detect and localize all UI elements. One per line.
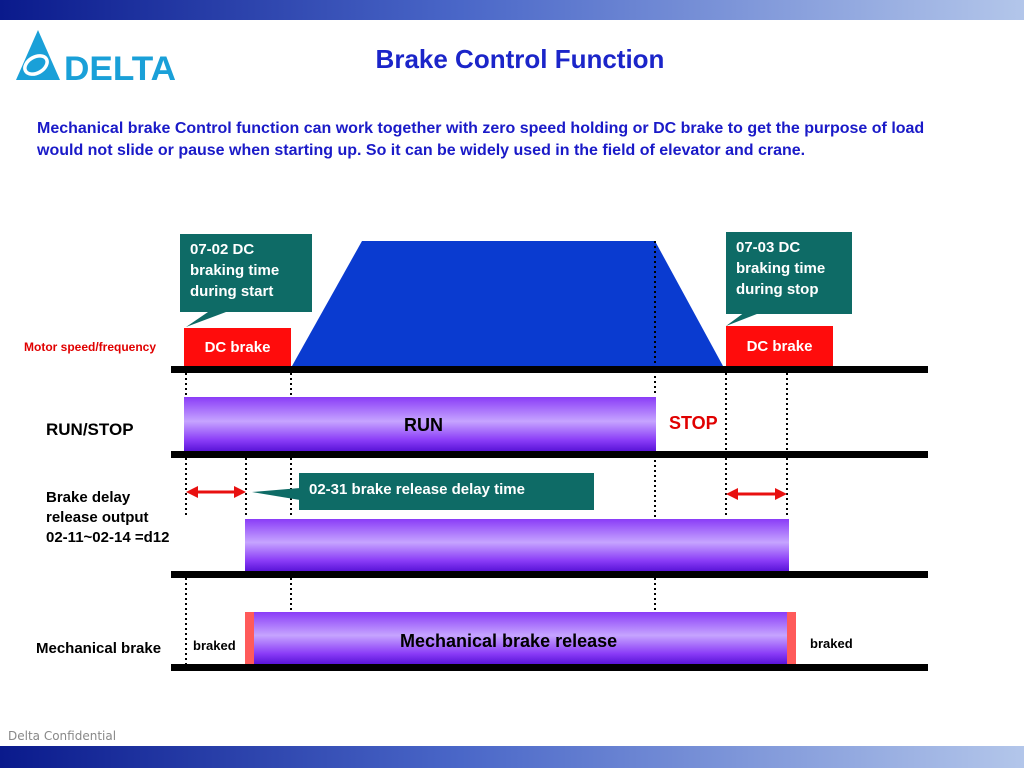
delay-baseline [171, 571, 928, 578]
confidential-footer: Delta Confidential [8, 729, 117, 743]
intro-text: Mechanical brake Control function can wo… [37, 120, 925, 159]
motor-speed-trapezoid [292, 241, 723, 366]
brake-delay-label: Brake delay release output 02-11~02-14 =… [46, 489, 170, 546]
dc-brake-start-box: DC brake [184, 328, 291, 366]
callout-brake-release-delay: 02-31 brake release delay time [299, 473, 594, 510]
delay-arrow-left [186, 486, 246, 498]
mechanical-brake-label: Mechanical brake [36, 640, 162, 657]
callout-start-braking-time: 07-02 DC braking time during start [180, 234, 312, 312]
bottom-gradient-bar [0, 746, 1024, 768]
callout-stop-tail [726, 312, 762, 326]
motor-baseline [171, 366, 928, 373]
run-label: RUN [404, 415, 443, 435]
delta-logo: DELTA [16, 30, 176, 84]
motor-speed-label: Motor speed/frequency [24, 340, 157, 354]
callout-stop-braking-time: 07-03 DC braking time during stop [726, 232, 852, 314]
run-stop-label: RUN/STOP [46, 420, 134, 439]
callout-delay-tail [252, 488, 300, 500]
dc-brake-stop-box: DC brake [726, 326, 833, 366]
braked-right-label: braked [810, 636, 853, 651]
run-bar [184, 397, 656, 451]
delay-arrow-right [726, 488, 787, 500]
braked-left-label: braked [193, 638, 236, 653]
mech-brake-release-label: Mechanical brake release [400, 631, 618, 651]
brake-delay-output-bar [245, 519, 789, 571]
mechanical-baseline [171, 664, 928, 671]
callout-start-tail [186, 312, 226, 327]
dotted-guides [185, 241, 788, 664]
stop-label: STOP [669, 413, 718, 433]
top-gradient-bar [0, 0, 1024, 20]
svg-text:DELTA: DELTA [64, 50, 176, 84]
run-baseline [171, 451, 928, 458]
page-title: Brake Control Function [375, 44, 665, 74]
mech-brake-release-bar [254, 612, 787, 664]
